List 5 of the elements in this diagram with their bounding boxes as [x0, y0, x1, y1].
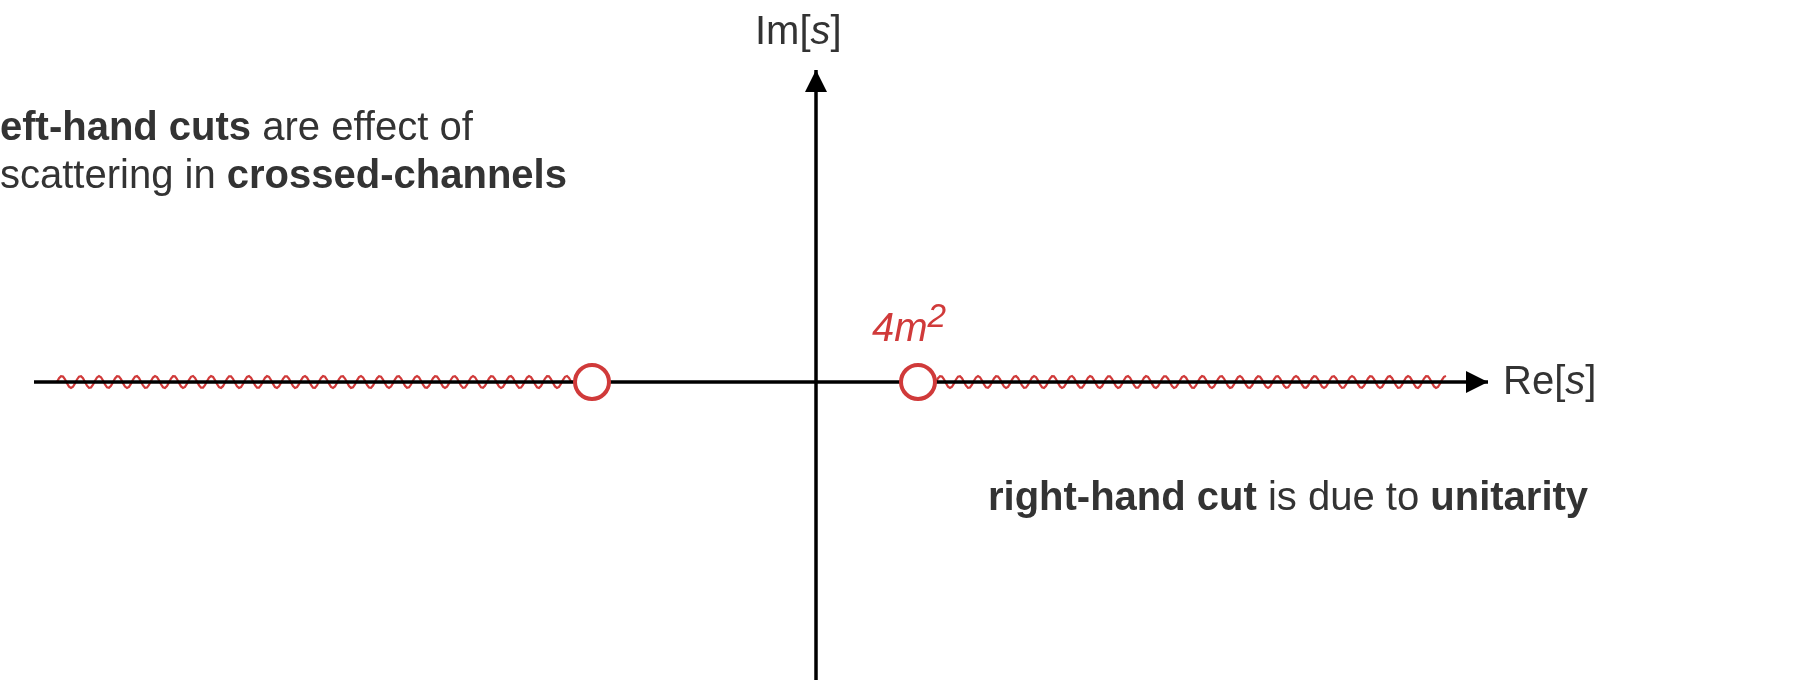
annotation-text: right-hand cut is due to unitarity: [988, 473, 1590, 520]
axis-label: Re[s]: [1503, 357, 1597, 404]
annotation-text: eft-hand cuts are effect of scattering in crossed-channels: [0, 103, 568, 198]
threshold-label: 4m$^{2}$: [872, 296, 947, 352]
axis-label: Im[s]: [755, 7, 842, 54]
